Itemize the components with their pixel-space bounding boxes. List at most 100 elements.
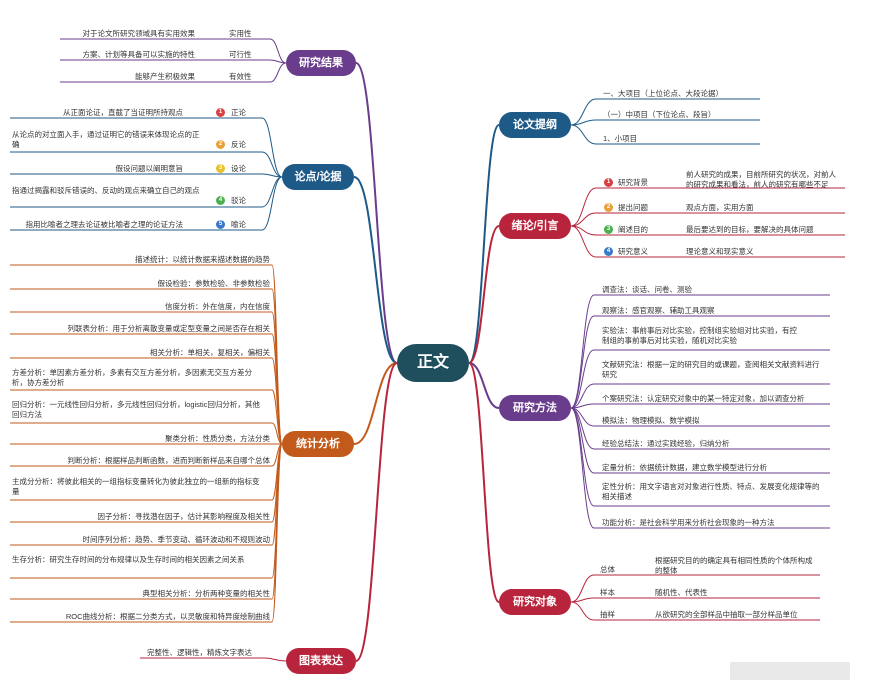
number-badge: 1	[216, 108, 225, 117]
leaf-connector	[570, 574, 595, 603]
stats-item: 假设检验：参数检验、非参数检验	[157, 279, 271, 288]
leaf-connector	[269, 62, 287, 83]
argument-desc: 从论点的对立面入手，通过证明它的错误来体现论点的正确	[12, 130, 200, 149]
results-tag: 可行性	[229, 50, 252, 59]
number-badge: 2	[216, 140, 225, 149]
results-tag: 有效性	[229, 72, 252, 81]
argument-desc: 指通过揭露和驳斥错误的、反动的观点来确立自己的观点	[12, 186, 200, 195]
number-badge: 2	[604, 203, 613, 212]
intro-tag: 研究意义	[618, 247, 648, 256]
leaf-connector	[570, 601, 595, 621]
argument-tag: 正论	[231, 108, 246, 117]
stats-item: 主成分分析：将彼此相关的一组指标变量转化为彼此独立的一组新的指标变量	[12, 477, 260, 496]
results-desc: 能够产生积极效果	[135, 72, 195, 81]
connector-results	[355, 62, 398, 364]
connector-stats	[353, 362, 398, 445]
intro-desc: 前人研究的成果，目前所研究的状况，对前人的研究成果和看法，前人的研究有哪些不足	[686, 170, 836, 189]
stats-item: 列联表分析：用于分析离散变量或定型变量之间是否存在相关	[67, 324, 271, 333]
hub-statistical-analysis[interactable]: 统计分析	[282, 431, 354, 457]
number-badge: 1	[604, 178, 613, 187]
leaf-connector	[570, 294, 595, 409]
center-node[interactable]: 正文	[397, 344, 469, 382]
leaf-connector	[261, 117, 283, 178]
number-badge: 4	[604, 247, 613, 256]
stats-item: 回归分析：一元线性回归分析，多元线性回归分析，logistic回归分析，其他回归…	[12, 400, 260, 419]
leaf-connector	[261, 173, 283, 178]
stats-item: ROC曲线分析：根据二分类方式，以灵敏度和特异度绘制曲线	[65, 612, 270, 621]
intro-tag: 提出问题	[618, 203, 648, 212]
leaf-connector	[263, 657, 287, 662]
intro-desc: 理论意义和现实意义	[686, 247, 754, 256]
stats-item: 典型相关分析：分析两种变量的相关性	[142, 589, 271, 598]
leaf-connector	[570, 187, 597, 227]
argument-desc: 从正面论证，直截了当证明所持观点	[63, 108, 183, 117]
object-desc: 从欲研究的全部样品中抽取一部分样品单位	[655, 610, 798, 619]
hub-research-object[interactable]: 研究对象	[499, 589, 571, 615]
leaf-connector	[570, 225, 597, 258]
stats-item: 方差分析：单因素方差分析，多素有交互方差分析，多因素无交互方差分析，协方差分析	[12, 368, 252, 387]
method-item: 定量分析：依据统计数据，建立数学模型进行分析	[602, 463, 767, 472]
leaf-connector	[271, 389, 283, 445]
argument-tag: 喻论	[231, 220, 246, 229]
hub-research-methods[interactable]: 研究方法	[499, 395, 571, 421]
hub-research-results[interactable]: 研究结果	[286, 50, 356, 76]
number-badge: 5	[216, 220, 225, 229]
intro-desc: 最后要达到的目标，要解决的具体问题	[686, 225, 814, 234]
leaf-connector	[570, 349, 595, 409]
method-item: 模拟法：物理模拟、数学模拟	[602, 416, 700, 425]
stats-item: 描述统计：以统计数据来描述数据的趋势	[135, 255, 270, 264]
method-item: 定性分析：用文字语言对对象进行性质、特点、发展变化规律等的相关描述	[602, 482, 820, 501]
hub-introduction[interactable]: 绪论/引言	[499, 213, 571, 239]
method-item: 文献研究法：根据一定的研究目的或课题，查阅相关文献资料进行研究	[602, 360, 820, 379]
stats-item: 因子分析：寻找潜在因子，估计其影响程度及相关性	[97, 512, 271, 521]
stats-item: 生存分析：研究生存时间的分布规律以及生存时间的相关因素之间关系	[12, 555, 245, 564]
leaf-connector	[570, 124, 597, 145]
intro-desc: 观点方面，实用方面	[686, 203, 754, 212]
stats-item: 信度分析：外在信度，内在信度	[165, 302, 270, 311]
hub-chart-expression[interactable]: 图表表达	[286, 648, 356, 674]
connector-object	[468, 362, 500, 603]
leaf-connector	[570, 407, 595, 474]
outline-item: 1、小项目	[603, 134, 638, 143]
connector-intro	[468, 225, 500, 364]
leaf-connector	[570, 407, 595, 507]
intro-tag: 研究背景	[618, 178, 648, 187]
number-badge: 3	[604, 225, 613, 234]
leaf-connector	[271, 422, 283, 445]
leaf-connector	[570, 407, 595, 529]
method-item: 调查法：谈话、问卷、测验	[602, 285, 692, 294]
connector-methods	[468, 362, 500, 409]
number-badge: 3	[216, 164, 225, 173]
connector-arguments	[353, 176, 398, 364]
method-item: 经验总结法：通过实践经验，归纳分析	[602, 439, 730, 448]
argument-tag: 设论	[231, 164, 246, 173]
leaf-connector	[570, 597, 595, 603]
leaf-connector	[261, 176, 283, 231]
number-badge: 4	[216, 196, 225, 205]
charts-item: 完整性、逻辑性，精炼文字表达	[147, 648, 252, 657]
object-tag: 总体	[600, 565, 615, 574]
connector-charts	[355, 362, 398, 662]
leaf-connector	[269, 38, 287, 64]
outline-item: （一）中项目（下位论点、段旨）	[603, 110, 716, 119]
leaf-connector	[570, 315, 595, 409]
stats-item: 判断分析：根据样品判断函数，进而判断新样品来自哪个总体	[67, 456, 271, 465]
argument-desc: 假设问题以阐明意旨	[115, 164, 184, 173]
outline-item: 一、大项目（上位论点、大段论据）	[603, 89, 723, 98]
object-tag: 样本	[600, 588, 615, 597]
leaf-connector	[570, 98, 597, 126]
hub-arguments[interactable]: 论点/论据	[282, 164, 354, 190]
hub-paper-outline[interactable]: 论文提纲	[499, 112, 571, 138]
stats-item: 相关分析：单相关，复相关，偏相关	[150, 348, 270, 357]
results-desc: 方案、计划等具备可以实施的特性	[82, 50, 196, 59]
method-item: 个案研究法：认定研究对象中的某一特定对象，加以调查分析	[602, 394, 805, 403]
argument-desc: 指用比喻者之理去论证被比喻者之理的论证方法	[25, 220, 184, 229]
blurred-watermark	[730, 662, 850, 680]
connector-outline	[468, 124, 500, 364]
method-item: 观察法：感官观察、辅助工具观察	[602, 306, 715, 315]
results-desc: 对于论文所研究领域具有实用效果	[82, 29, 196, 38]
argument-tag: 驳论	[231, 196, 246, 205]
object-desc: 随机性、代表性	[655, 588, 708, 597]
object-tag: 抽样	[600, 610, 615, 619]
